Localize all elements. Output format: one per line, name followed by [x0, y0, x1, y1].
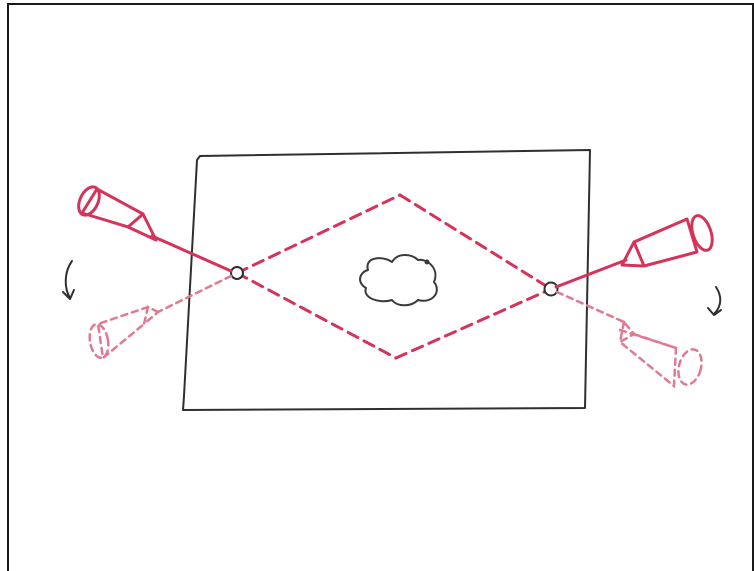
trajectory-upper-left — [237, 195, 400, 273]
left-needle-icon — [75, 184, 231, 271]
right-entry-point — [545, 283, 558, 296]
center-blob-dot — [425, 260, 430, 265]
trajectory-upper-right — [400, 195, 551, 289]
right-needle-rotated-icon — [557, 292, 705, 387]
outer-frame — [8, 4, 753, 571]
left-rotation-arrow-icon — [63, 261, 74, 299]
needle-trajectory-diamond — [237, 195, 551, 358]
left-needle-rotated-icon — [87, 276, 231, 359]
left-entry-point — [231, 267, 243, 279]
trajectory-lower-left — [237, 273, 396, 358]
right-needle-icon — [556, 213, 716, 287]
target-rectangle — [183, 150, 590, 410]
right-rotation-arrow-icon — [708, 287, 721, 315]
